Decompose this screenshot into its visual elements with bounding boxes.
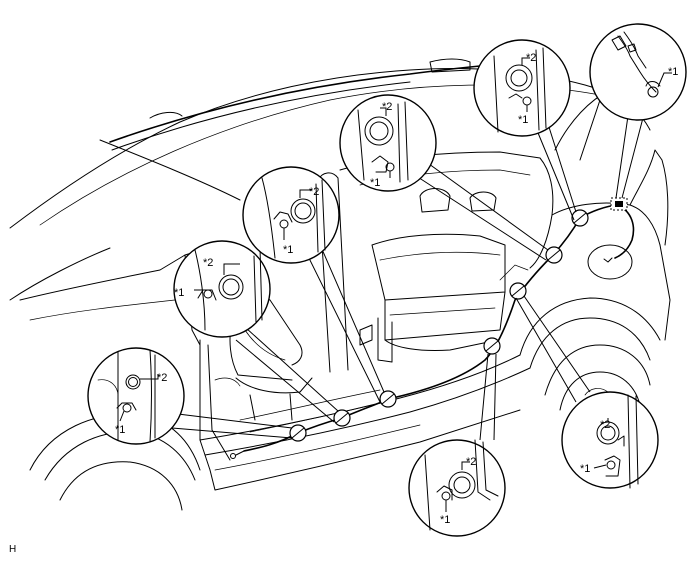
callout-label-2: *2 — [157, 372, 167, 384]
diagram-code: H — [9, 544, 16, 555]
callout-label-1: *1 — [370, 177, 380, 189]
vehicle-body — [9, 58, 671, 511]
clip-marker-1 — [289, 424, 307, 442]
clip-marker-5 — [509, 282, 527, 300]
callout-label-2: *2 — [309, 186, 319, 198]
detail-view-h: *2 *1 — [408, 439, 506, 537]
detail-view-b: *2 *1 — [173, 240, 271, 338]
detail-view-g: *2 *1 — [561, 391, 659, 489]
callout-label-1: *1 — [283, 244, 293, 256]
detail-view-a: *2 *1 — [87, 347, 185, 445]
callout-label-2: *2 — [203, 257, 213, 269]
detail-view-c: *2 *1 — [242, 166, 340, 264]
clip-marker-7 — [571, 209, 589, 227]
detail-view-f: *1 — [589, 23, 687, 121]
callout-label-2: *2 — [526, 52, 536, 64]
clip-marker-4 — [483, 337, 501, 355]
callout-label-2: *2 — [466, 456, 476, 468]
callout-label-1: *1 — [440, 514, 450, 526]
clip-marker-2 — [333, 409, 351, 427]
clip-marker-3 — [379, 390, 397, 408]
callout-label-1: *1 — [580, 463, 590, 475]
callout-label-1: *1 — [115, 424, 125, 436]
callout-label-1: *1 — [518, 114, 528, 126]
clip-marker-6 — [545, 246, 563, 264]
clip-markers — [289, 209, 589, 442]
leader-lines — [171, 113, 645, 441]
callout-label-1: *1 — [668, 66, 678, 78]
callout-label-2: *2 — [382, 101, 392, 113]
detail-view-e: *2 *1 — [473, 39, 571, 137]
callout-label-1: *1 — [174, 287, 184, 299]
callout-label-2: *2 — [600, 419, 610, 431]
detail-view-d: *2 *1 — [339, 94, 437, 192]
